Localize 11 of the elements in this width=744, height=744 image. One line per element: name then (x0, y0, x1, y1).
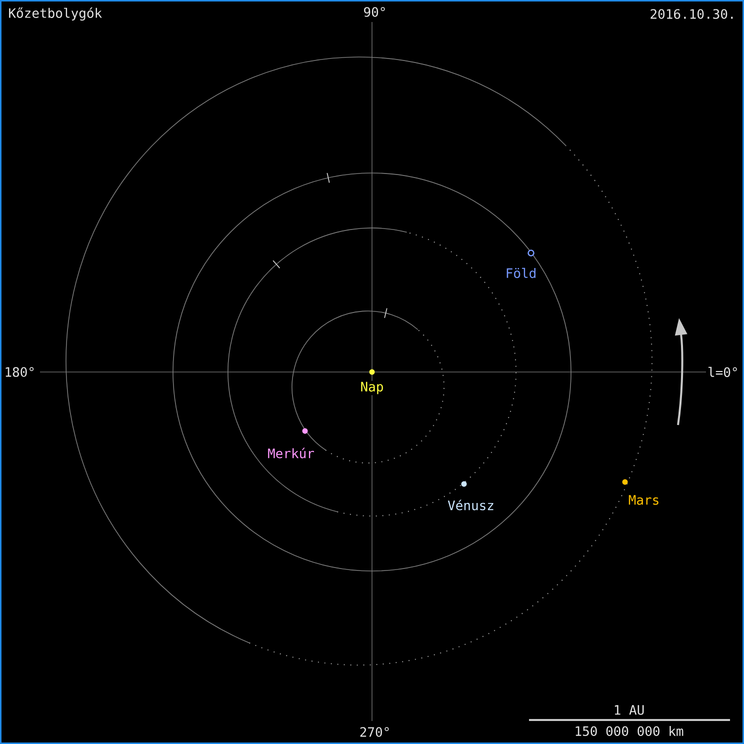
planet-label: Mars (627, 494, 661, 506)
title: Kőzetbolygók (9, 7, 102, 21)
axis-label: 90° (364, 7, 385, 17)
axis-label: 150 000 000 km (576, 726, 684, 736)
planet-label: Merkúr (266, 446, 316, 460)
axis-label: 270° (360, 727, 389, 737)
axis-label: l=0° (708, 366, 737, 378)
planet-label: Vénusz (446, 498, 496, 512)
axis-label: 180° (6, 367, 34, 377)
axis-label: 1 AU (614, 705, 644, 715)
axis-label: 2016.10.30. (650, 9, 733, 19)
